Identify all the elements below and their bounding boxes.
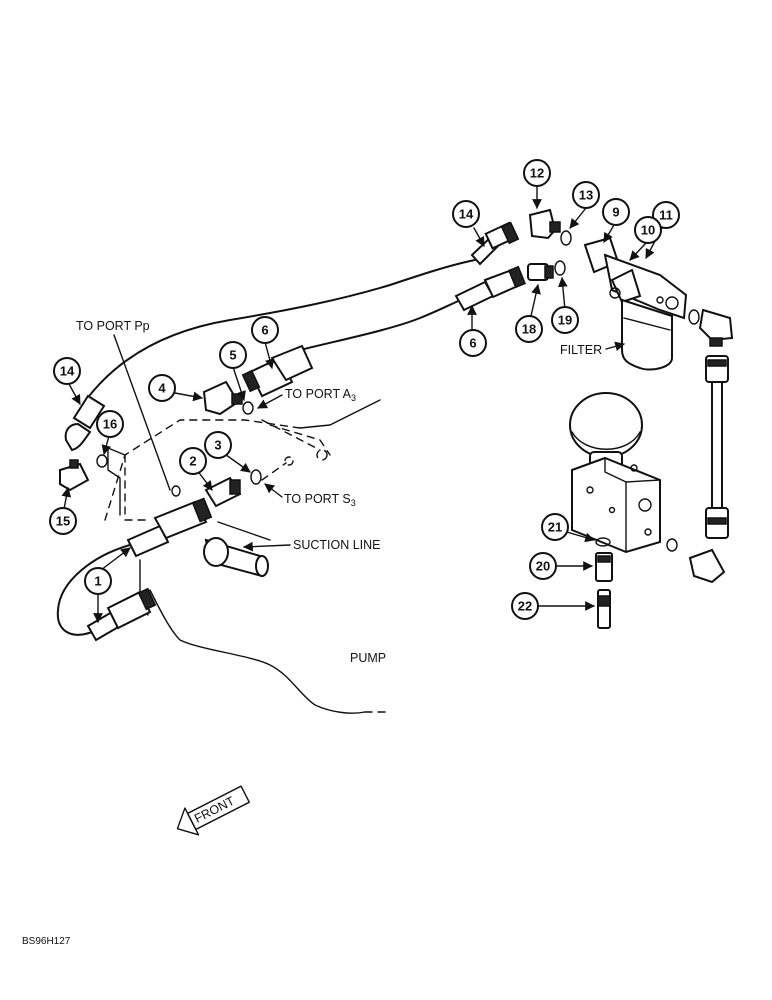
part-21-o-ring	[595, 537, 611, 547]
filter-outlet-elbow	[698, 308, 734, 347]
callout-14-top: 14	[452, 200, 480, 228]
callout-6-left: 6	[251, 316, 279, 344]
callout-22: 22	[511, 592, 539, 620]
hose-1-loop	[56, 544, 131, 636]
svg-text:11: 11	[659, 208, 673, 223]
svg-text:16: 16	[103, 417, 117, 432]
callout-2: 2	[179, 447, 207, 475]
svg-text:10: 10	[641, 223, 655, 238]
callout-1: 1	[84, 567, 112, 595]
bottom-right-elbow	[688, 548, 726, 584]
part-20-fitting	[595, 552, 613, 582]
svg-text:18: 18	[522, 322, 536, 337]
callout-13: 13	[572, 181, 600, 209]
part-14-top-hose-end	[470, 221, 520, 266]
vertical-hose-top-end	[705, 355, 729, 383]
svg-text:6: 6	[261, 323, 268, 338]
port-s3-dashed-ring	[284, 456, 294, 466]
callout-21: 21	[541, 513, 569, 541]
part-14-left-hose-end	[64, 394, 106, 452]
hose-6	[299, 295, 471, 351]
svg-text:9: 9	[612, 205, 619, 220]
filter-head-assembly	[583, 236, 688, 320]
callout-12: 12	[523, 159, 551, 187]
svg-text:6: 6	[469, 336, 476, 351]
port-a3-dashed-ring	[316, 449, 328, 461]
leader-lines	[61, 186, 663, 623]
part-15-fitting	[59, 459, 90, 492]
filter-canister	[621, 298, 673, 371]
label-to-port-a3: TO PORT A3	[285, 387, 356, 403]
label-to-port-a3-main: TO PORT A	[285, 387, 352, 401]
port-a3-dashed-lead	[261, 419, 321, 451]
part-1-upper-hose-end	[126, 497, 213, 558]
callout-11: 11	[652, 201, 680, 229]
callout-4: 4	[148, 374, 176, 402]
part-13-o-ring	[560, 230, 572, 246]
callout-19: 19	[551, 306, 579, 334]
valve-block	[571, 456, 661, 554]
svg-text:13: 13	[579, 188, 593, 203]
part-6-upper-hose-end	[454, 265, 526, 312]
label-to-port-s3: TO PORT S3	[284, 492, 356, 508]
label-to-port-s3-main: TO PORT S	[284, 492, 351, 506]
part-5-o-ring	[242, 401, 254, 415]
svg-text:3: 3	[214, 438, 221, 453]
callout-20: 20	[529, 552, 557, 580]
callout-16: 16	[96, 410, 124, 438]
callout-6-right: 6	[459, 329, 487, 357]
svg-text:19: 19	[558, 313, 572, 328]
part-2-fitting	[204, 476, 242, 508]
pp-port-o-ring	[171, 485, 181, 497]
svg-text:5: 5	[229, 348, 236, 363]
callout-9: 9	[602, 198, 630, 226]
label-to-port-pp: TO PORT Pp	[76, 319, 150, 333]
part-3-o-ring	[250, 469, 262, 485]
svg-text:14: 14	[60, 364, 75, 379]
part-18-adapter	[527, 263, 554, 281]
label-suction-line: SUCTION LINE	[293, 538, 381, 552]
part-4-elbow	[202, 380, 243, 416]
filter-outlet-o-ring	[688, 309, 700, 325]
svg-text:4: 4	[158, 381, 166, 396]
label-filter: FILTER	[560, 343, 602, 357]
callout-5: 5	[219, 341, 247, 369]
svg-text:21: 21	[548, 520, 562, 535]
front-label: FRONT	[192, 794, 237, 826]
part-19-o-ring	[554, 260, 566, 276]
callout-14-left: 14	[53, 357, 81, 385]
svg-text:1: 1	[94, 574, 101, 589]
svg-text:20: 20	[536, 559, 550, 574]
bottom-right-o-ring	[666, 538, 678, 552]
callout-18: 18	[515, 315, 543, 343]
svg-text:15: 15	[56, 514, 70, 529]
svg-text:2: 2	[189, 454, 196, 469]
part-12-elbow-fitting	[528, 208, 561, 240]
part-6-lower-hose-end	[241, 344, 314, 398]
callout-10: 10	[634, 216, 662, 244]
label-pump: PUMP	[350, 651, 386, 665]
vertical-hose-bottom-end	[705, 507, 729, 539]
part-22-fitting	[597, 589, 611, 629]
hose-14-long	[85, 259, 476, 401]
label-to-port-a3-sub: 3	[351, 393, 356, 403]
figure-code: BS96H127	[22, 936, 71, 947]
port-s3-dashed-lead	[261, 462, 287, 481]
front-direction-arrow: FRONT	[176, 785, 250, 836]
svg-text:22: 22	[518, 599, 532, 614]
pump-housing-outline	[104, 399, 386, 714]
suction-line-tube	[203, 521, 271, 578]
part-16-o-ring	[96, 454, 108, 468]
part-1-lower-hose-end	[86, 587, 157, 642]
svg-text:14: 14	[459, 207, 474, 222]
svg-text:12: 12	[530, 166, 544, 181]
callout-3: 3	[204, 431, 232, 459]
label-to-port-s3-sub: 3	[351, 498, 356, 508]
callout-15: 15	[49, 507, 77, 535]
